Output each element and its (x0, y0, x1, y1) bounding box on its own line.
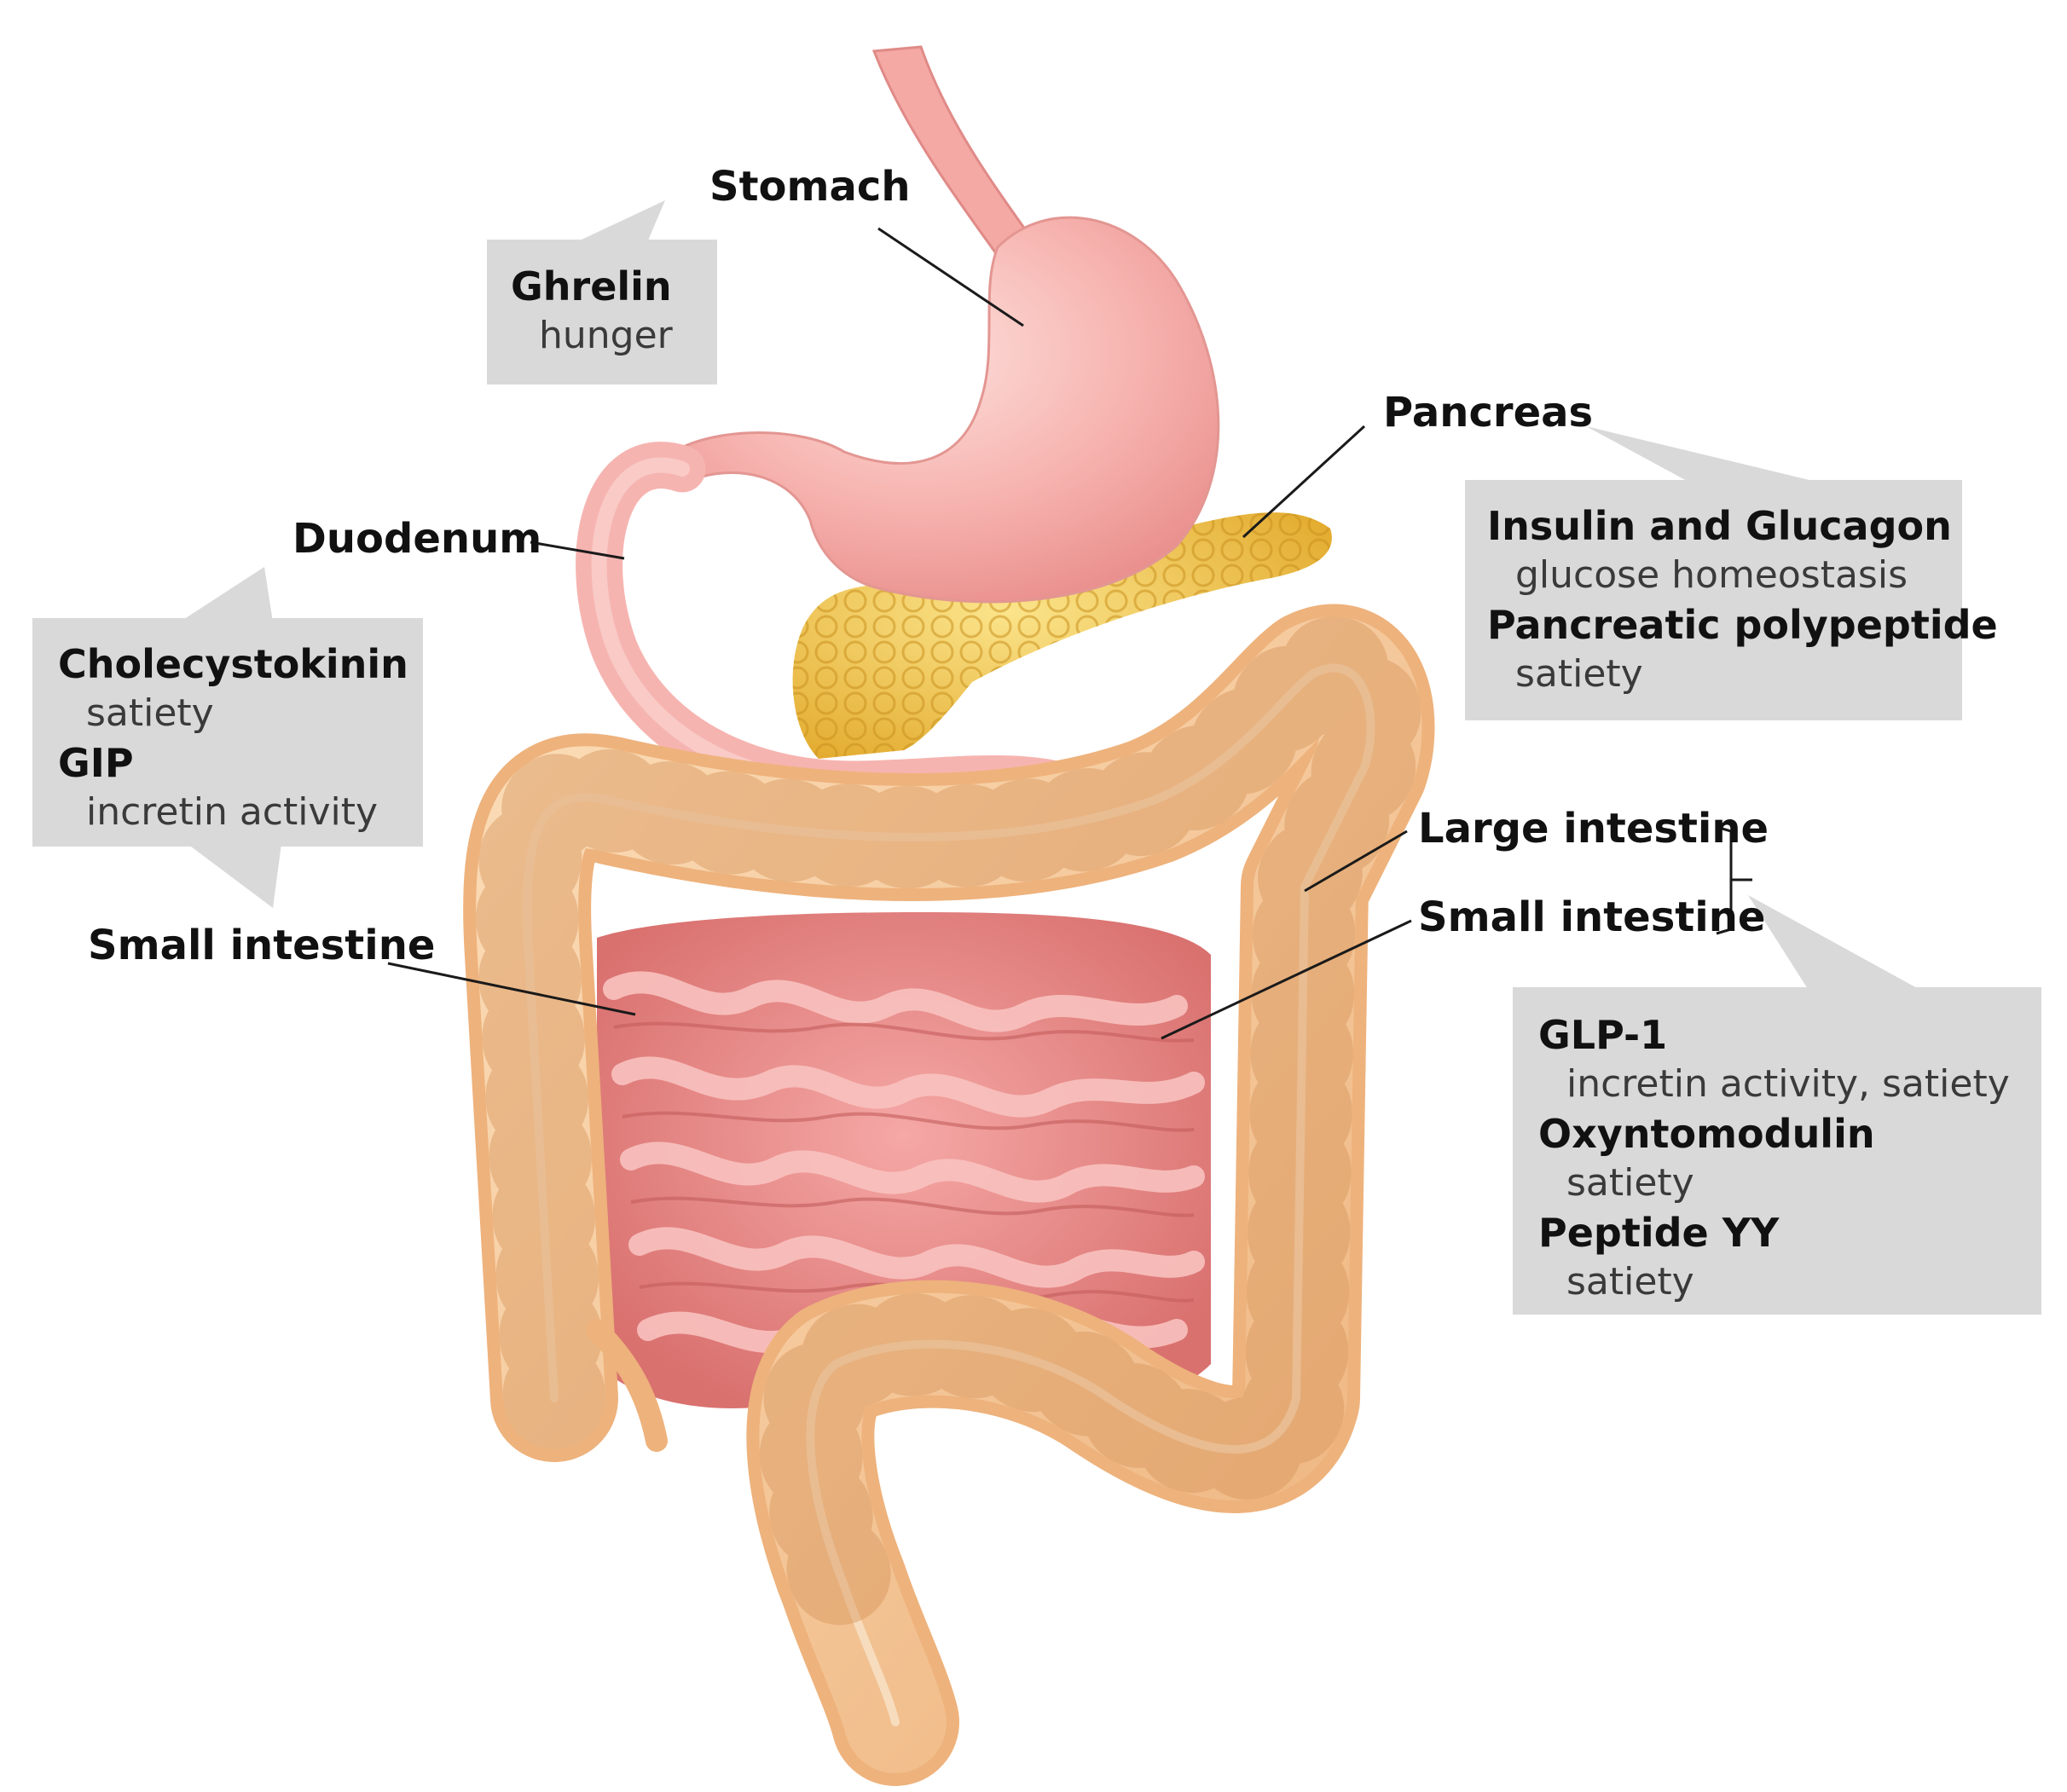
hormone-function: satiety (86, 691, 214, 735)
hormone-name: Ghrelin (511, 263, 672, 309)
hormone-name: Insulin and Glucagon (1487, 503, 1952, 549)
hormone-function: glucose homeostasis (1515, 553, 1908, 597)
stomach-label: Stomach (709, 163, 911, 211)
esophagus-illustration (871, 45, 1034, 257)
pancreas-hormone-box: Insulin and Glucagon glucose homeostasis… (1465, 480, 1998, 720)
stomach-illustration (671, 216, 1220, 604)
callout-pointers (179, 200, 1919, 989)
leader-lines (387, 227, 1752, 1040)
appendix-illustration (586, 1319, 668, 1452)
stomach-hormone-box: Ghrelin hunger (487, 240, 717, 384)
hormone-name: Cholecystokinin (58, 641, 408, 687)
hormone-name: GIP (58, 740, 134, 786)
hormone-function: satiety (1515, 652, 1643, 696)
small-intestine-label-left: Small intestine (88, 922, 436, 969)
hormone-function: incretin activity (86, 790, 379, 834)
pancreas-illustration (792, 512, 1332, 759)
duodenum-label: Duodenum (292, 515, 542, 563)
pancreas-label: Pancreas (1383, 389, 1594, 436)
hormone-name: Pancreatic polypeptide (1487, 602, 1998, 648)
large-intestine-label: Large intestine (1418, 805, 1769, 853)
small-intestine-label-right: Small intestine (1418, 893, 1766, 941)
hormone-function: satiety (1566, 1161, 1694, 1205)
hormone-function: incretin activity, satiety (1566, 1062, 2010, 1106)
hormone-function: hunger (539, 314, 673, 357)
intestine-hormone-box: GLP-1 incretin activity, satiety Oxyntom… (1513, 987, 2041, 1315)
hormone-function: satiety (1566, 1260, 1694, 1304)
hormone-name: Peptide YY (1538, 1210, 1780, 1256)
hormone-name: Oxyntomodulin (1538, 1111, 1875, 1157)
large-intestine-illustration (463, 604, 1435, 1786)
duodenum-hormone-box: Cholecystokinin satiety GIP incretin act… (32, 618, 423, 847)
hormone-name: GLP-1 (1538, 1012, 1668, 1058)
